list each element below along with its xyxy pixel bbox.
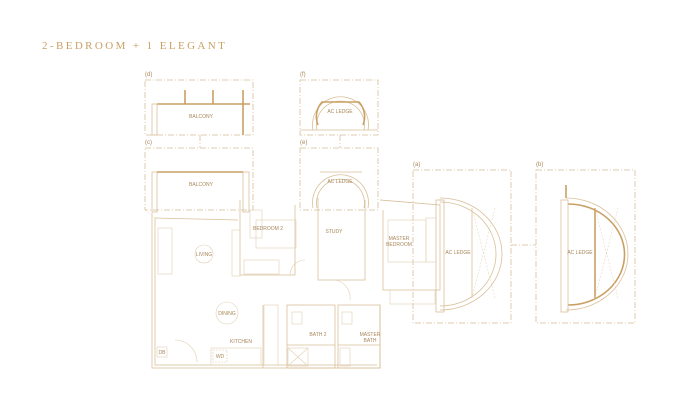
callouts-c-label: (c): [145, 140, 152, 146]
rooms-master-bath-2-label: BATH: [364, 338, 377, 344]
callout-b: (b) AC LEDGE: [535, 162, 636, 324]
balcony-c-label: BALCONY: [189, 182, 214, 188]
living-label: LIVING: [196, 252, 213, 258]
master-bath-label: MASTER: [360, 332, 381, 338]
page-title: 2-BEDROOM + 1 ELEGANT: [42, 40, 228, 52]
main-plan: [144, 198, 441, 369]
callouts-b-label: (b): [536, 162, 543, 168]
callout-f: (f) AC LEDGE: [299, 72, 379, 136]
callout-c: (c) BALCONY: [144, 140, 254, 213]
rooms-master-bedroom-2-label: BEDROOM: [386, 242, 412, 248]
dining-label: DINING: [218, 311, 236, 317]
ac-ledge-f-label: AC LEDGE: [327, 109, 353, 115]
callouts-f-label: (f): [300, 72, 306, 78]
kitchen-label: KITCHEN: [230, 339, 252, 345]
ac-ledge-b-label: AC LEDGE: [567, 250, 593, 256]
callout-d: (d) BALCONY: [144, 72, 254, 136]
bath2-label: BATH 2: [309, 332, 326, 338]
master-bedroom-label: MASTER: [389, 236, 410, 242]
room-labels: BEDROOM 2 STUDY MASTER BEDROOM LIVING DI…: [159, 226, 412, 360]
bedroom2-label: BEDROOM 2: [253, 226, 283, 232]
callout-e: (e) AC LEDGE: [299, 140, 379, 211]
callouts-a-label: (a): [413, 162, 420, 168]
callouts-d-label: (d): [145, 72, 152, 78]
balcony-d-label: BALCONY: [189, 114, 214, 120]
ac-ledge-a-label: AC LEDGE: [445, 250, 471, 256]
callouts-e-label: (e): [300, 140, 307, 146]
callout-a: (a) AC LEDGE: [412, 162, 512, 324]
ac-ledge-e-label: AC LEDGE: [327, 179, 353, 185]
db-label: DB: [159, 350, 167, 356]
study-label: STUDY: [326, 229, 344, 235]
wd-label: WD: [216, 354, 225, 360]
